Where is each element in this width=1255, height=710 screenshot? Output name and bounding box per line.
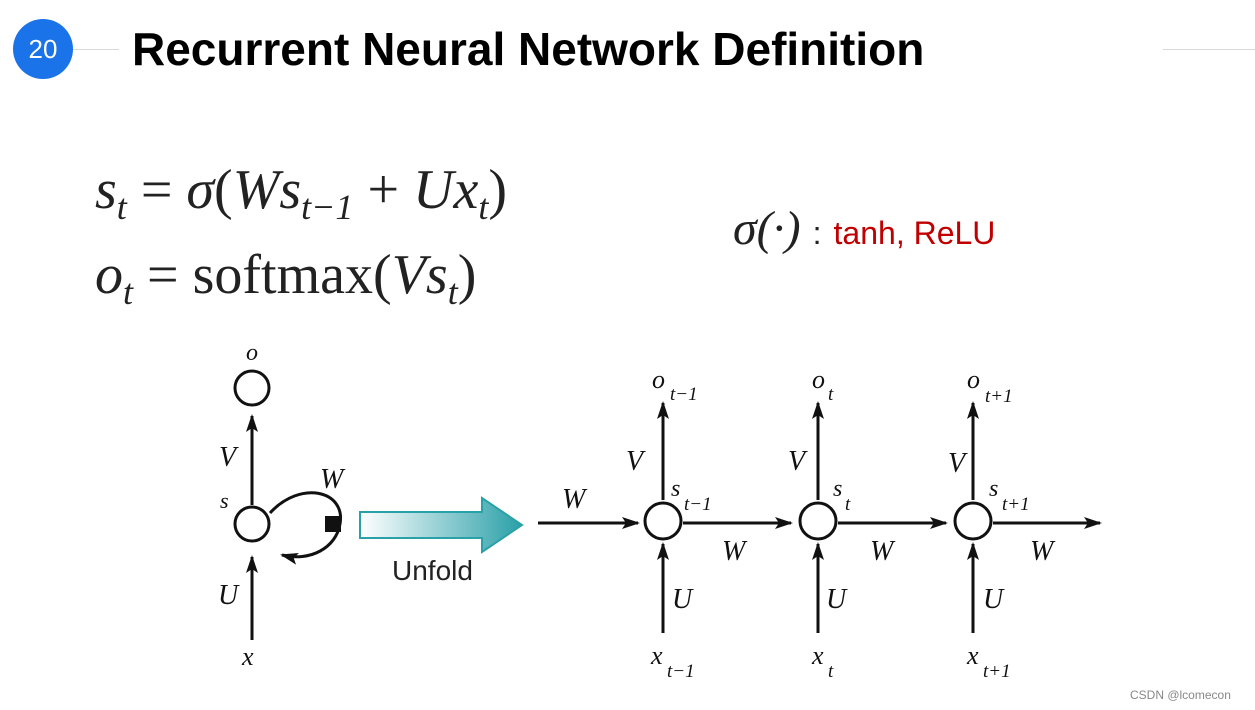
state-sub-prev: t−1	[684, 494, 712, 515]
watermark: CSDN @lcomecon	[1130, 688, 1231, 702]
v-label-next: V	[948, 448, 968, 479]
folded-input-label: x	[241, 642, 254, 671]
time-step-prev: V o t−1 s t−1 U x t−1 W	[626, 365, 793, 682]
folded-v-label: V	[219, 442, 239, 473]
folded-rnn: o V s W U x	[218, 340, 346, 671]
title-divider-left	[73, 49, 119, 50]
output-sub-current: t	[828, 384, 834, 405]
state-node-prev	[643, 501, 683, 541]
output-sub-prev: t−1	[670, 384, 698, 405]
output-sub-next: t+1	[985, 386, 1013, 407]
folded-state-node	[233, 505, 271, 543]
slide-title: Recurrent Neural Network Definition	[132, 23, 925, 75]
folded-w-label: W	[320, 464, 346, 495]
time-step-next: V o t+1 s t+1 U x t+1 W	[948, 365, 1102, 682]
u-label-next: U	[983, 584, 1005, 615]
input-label-next: x	[966, 641, 979, 670]
title-divider-right	[1163, 49, 1255, 50]
output-equation: ot = softmax(Vst)	[95, 244, 477, 312]
state-sub-next: t+1	[1002, 494, 1030, 515]
w-label-next: W	[1030, 536, 1056, 567]
output-label-prev: o	[652, 365, 665, 394]
state-equation: st = σ(Wst−1 + Uxt)	[95, 159, 508, 227]
activation-note: σ(·) : tanh, ReLU	[733, 202, 996, 255]
state-label-prev: s	[671, 476, 680, 502]
state-node-current	[798, 501, 838, 541]
folded-delay-square	[325, 516, 341, 532]
activation-functions: tanh, ReLU	[833, 215, 996, 251]
unfolded-rnn: W V o t−1 s t−1 U x t−1 W V o t s t	[538, 365, 1102, 682]
input-sub-next: t+1	[983, 661, 1011, 682]
state-sub-current: t	[845, 494, 851, 515]
w-label-prev: W	[722, 536, 748, 567]
input-label-current: x	[811, 641, 824, 670]
state-node-next	[953, 501, 993, 541]
state-label-next: s	[989, 476, 998, 502]
unfold-arrow: Unfold	[359, 496, 524, 586]
input-w-label: W	[562, 484, 588, 515]
input-sub-prev: t−1	[667, 661, 695, 682]
u-label-prev: U	[672, 584, 694, 615]
folded-state-label: s	[220, 488, 229, 513]
output-label-next: o	[967, 365, 980, 394]
activation-symbol: σ(·)	[733, 202, 801, 255]
slide-number-badge: 20	[13, 19, 73, 79]
output-label-current: o	[812, 365, 825, 394]
w-label-current: W	[870, 536, 896, 567]
v-label-current: V	[788, 446, 808, 477]
state-label-current: s	[833, 476, 842, 502]
folded-output-node	[233, 369, 271, 407]
time-step-current: V o t s t U x t W	[788, 365, 948, 682]
folded-u-label: U	[218, 580, 240, 611]
unfold-label: Unfold	[392, 555, 473, 586]
folded-output-label: o	[246, 340, 258, 366]
input-label-prev: x	[650, 641, 663, 670]
u-label-current: U	[826, 584, 848, 615]
v-label-prev: V	[626, 446, 646, 477]
input-sub-current: t	[828, 661, 834, 682]
